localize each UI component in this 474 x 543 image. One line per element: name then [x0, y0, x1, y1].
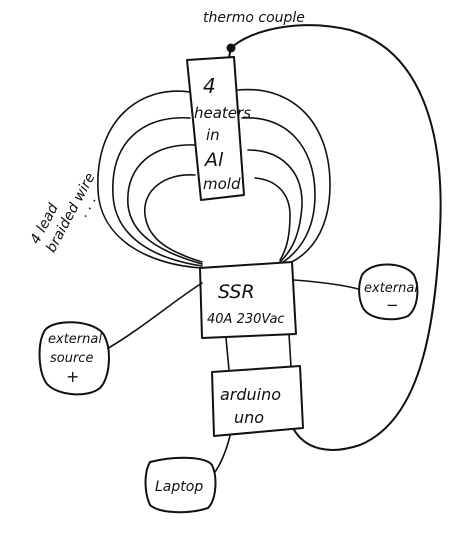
laptop-label: Laptop: [155, 479, 203, 495]
external-minus-label: external: [364, 281, 418, 296]
heaters-in-label: in: [206, 126, 220, 144]
heaters-label: heaters: [194, 104, 251, 122]
external-plus-sign: +: [66, 367, 79, 386]
ssr-label: SSR: [218, 281, 255, 303]
ssr-box: [199, 261, 297, 339]
thermocouple-wire: [230, 24, 442, 451]
wire-ssr-to-arduino-right: [288, 333, 292, 368]
ssr-rating: 40A 230Vac: [207, 312, 285, 327]
heaters-material-label: Al: [203, 149, 224, 171]
heater-wires-left: [97, 90, 203, 269]
heater-wires-right: [237, 88, 331, 267]
external-minus-bubble: [358, 263, 419, 321]
heaters-count: 4: [203, 74, 216, 98]
heaters-mold-label: mold: [203, 175, 241, 193]
laptop-bubble: [144, 456, 217, 514]
thermocouple-label: thermo couple: [203, 10, 305, 26]
external-plus-bubble: [38, 321, 110, 396]
external-plus-label: external: [48, 332, 102, 347]
arduino-label: arduino: [220, 385, 281, 404]
wire-ssr-to-external-plus: [104, 282, 203, 351]
wire-ssr-to-arduino-left: [225, 337, 230, 371]
heaters-mold-box: [186, 56, 245, 201]
arduino-box: [211, 365, 304, 437]
wire-ssr-to-external-minus: [293, 279, 363, 291]
external-minus-sign: −: [386, 296, 399, 314]
external-plus-source: source: [50, 351, 93, 366]
arduino-model: uno: [234, 408, 264, 427]
